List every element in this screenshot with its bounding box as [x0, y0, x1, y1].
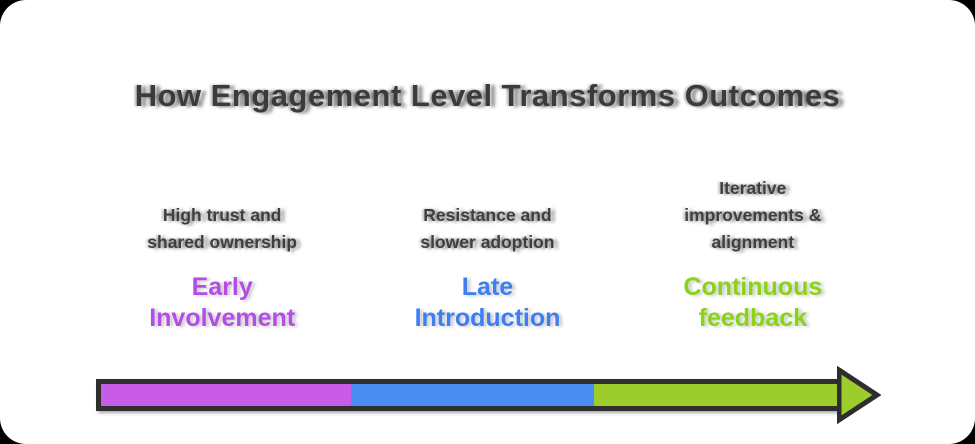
stage-label-line: Introduction	[414, 304, 561, 332]
description-line: shared ownership	[147, 232, 298, 252]
stage-label: Continuous feedback	[683, 272, 822, 334]
description-line: improvements &	[684, 205, 822, 225]
stage-description: Resistance and slower adoption	[420, 160, 554, 256]
stage-description: High trust and shared ownership	[147, 160, 297, 256]
stage-columns: High trust and shared ownership Early In…	[93, 160, 883, 334]
timeline-arrow	[96, 364, 881, 426]
diagram-title: How Engagement Level Transforms Outcomes	[134, 78, 841, 113]
stage-column-early-involvement: High trust and shared ownership Early In…	[93, 160, 352, 334]
arrowhead-icon	[837, 364, 881, 426]
description-line: slower adoption	[420, 232, 555, 252]
stage-label-line: Involvement	[149, 304, 296, 332]
stage-label-line: feedback	[698, 304, 808, 332]
timeline-segment-continuous	[594, 384, 837, 406]
stage-label: Late Introduction	[415, 272, 561, 334]
timeline-segment-early	[101, 384, 352, 406]
stage-column-late-introduction: Resistance and slower adoption Late Intr…	[358, 160, 617, 334]
description-line: High trust and	[162, 205, 282, 225]
stage-label-line: Early	[191, 273, 253, 301]
timeline-bar	[96, 379, 842, 411]
stage-label-line: Late	[461, 273, 514, 301]
description-line: Iterative	[719, 178, 787, 198]
stage-label-line: Continuous	[683, 273, 823, 301]
stage-description: Iterative improvements & alignment	[684, 160, 821, 256]
timeline-segment-late	[351, 384, 595, 406]
stage-label: Early Involvement	[149, 272, 295, 334]
description-line: Resistance and	[423, 205, 552, 225]
stage-column-continuous-feedback: Iterative improvements & alignment Conti…	[623, 160, 882, 334]
description-line: alignment	[711, 232, 795, 252]
